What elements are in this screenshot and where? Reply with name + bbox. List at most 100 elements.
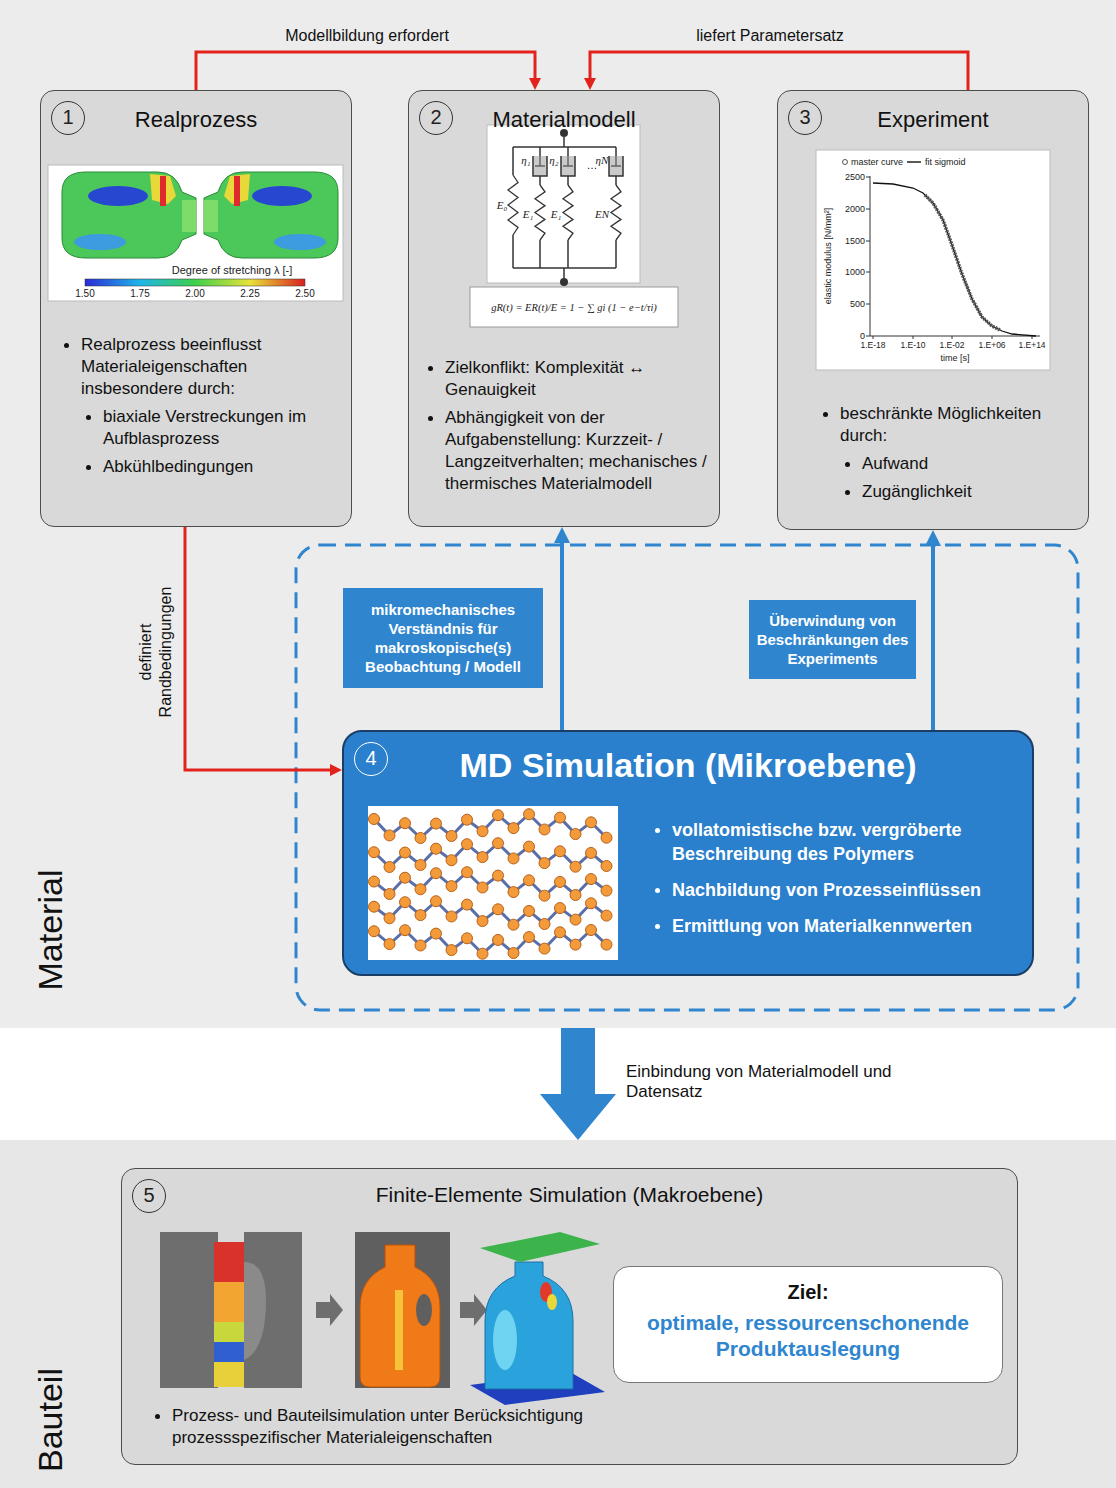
- illustration-part: [866, 304, 870, 305]
- text-column: Ziel: optimale, ressourcenschonende Produ…: [623, 1281, 993, 1362]
- illustration-part: [400, 847, 411, 858]
- illustration-part: [508, 853, 519, 864]
- formula: gR(t) = ER(t)/E = 1 − ∑ gi (1 − e−t/τi): [491, 302, 657, 313]
- illustration-part: [866, 336, 870, 337]
- illustration-part: [485, 1262, 573, 1389]
- illustration-part: [601, 939, 612, 950]
- illustration-part: [524, 841, 535, 852]
- illustration-part: [400, 872, 411, 883]
- illustration-part: [539, 918, 550, 929]
- scale-value: 1.75: [130, 288, 149, 299]
- sub-bullet-text: biaxiale Verstreckungen im Aufblasprozes…: [81, 406, 341, 450]
- illustration-part: [508, 947, 519, 958]
- axis-tick-label: 1.E+06: [978, 340, 1005, 350]
- illustration-part: [539, 890, 550, 901]
- illustration-part: [460, 1294, 487, 1326]
- illustration-part: [586, 817, 597, 828]
- illustration-part: [535, 185, 545, 240]
- illustration-part: [539, 943, 550, 954]
- illustration-part: [563, 137, 565, 147]
- illustration-part: [462, 867, 473, 878]
- dashed-region: [296, 545, 1078, 1010]
- illustration-part: [512, 235, 514, 268]
- illustration-part: [601, 885, 612, 896]
- illustration-part: [539, 176, 541, 185]
- illustration-part: [395, 1290, 403, 1370]
- illustration-part: [524, 905, 535, 916]
- illustration-part: [539, 858, 550, 869]
- illustration-part: [355, 1232, 450, 1388]
- axis-tick-label: 1.E-18: [860, 340, 885, 350]
- illustration-part: [570, 829, 581, 840]
- illustration-part: [446, 881, 457, 892]
- sub-bullet-text: Abkühlbedingungen: [81, 456, 341, 478]
- illustration-part: [555, 846, 566, 857]
- illustration-part: [508, 919, 519, 930]
- legend-text: fit sigmoid: [925, 157, 966, 167]
- element-symbol: ηN: [596, 154, 609, 166]
- illustration-part: [493, 870, 504, 881]
- illustration-part: [547, 1294, 557, 1310]
- polymer-chains-figure: [368, 806, 618, 960]
- illustration-part: [555, 812, 566, 823]
- red-connector: [196, 52, 535, 90]
- illustration-part: [384, 861, 395, 872]
- master-curve-chart: [816, 150, 1050, 370]
- illustration-part: [360, 1245, 440, 1387]
- axis-tick-label: 0: [860, 331, 865, 341]
- illustration-part: [462, 899, 473, 910]
- illustration-part: [446, 855, 457, 866]
- illustration-part: [508, 887, 519, 898]
- illustration-part: [493, 904, 504, 915]
- bullet-text: Prozess- und Bauteilsimulation unter Ber…: [150, 1405, 650, 1449]
- illustration-part: [244, 1262, 266, 1360]
- red-connector: [590, 52, 968, 90]
- illustration-part: [493, 838, 504, 849]
- illustration-part: [487, 125, 640, 283]
- illustration-part: [431, 818, 442, 829]
- bullet-text: Abhängigkeit von der Aufgabenstellung: K…: [423, 407, 713, 495]
- illustration-part: [843, 160, 848, 165]
- illustration-part: [369, 876, 380, 887]
- band-label: Bauteil: [31, 1368, 70, 1472]
- illustration-part: [816, 150, 1050, 370]
- illustration-part: [214, 1342, 244, 1362]
- illustration-part: [611, 185, 621, 240]
- illustration-part: [866, 272, 870, 273]
- illustration-part: [907, 161, 921, 163]
- illustration-part: [477, 852, 488, 863]
- illustration-part: [480, 1232, 600, 1262]
- illustration-part: [369, 926, 380, 937]
- illustration-part: [866, 241, 870, 242]
- illustration-part: [462, 933, 473, 944]
- illustration-part: [866, 209, 870, 210]
- illustration-part: [952, 336, 953, 339]
- illustration-part: [870, 176, 871, 336]
- goal-text: optimale, ressourcenschonende Produktaus…: [623, 1310, 993, 1362]
- element-symbol: E₀: [497, 199, 508, 211]
- illustration-part: [601, 860, 612, 871]
- illustration-part: [866, 176, 1040, 339]
- text-column: Zielkonflikt: Komplexität ↔ GenauigkeitA…: [423, 357, 713, 501]
- illustration-part: [524, 809, 535, 820]
- illustration-part: [533, 156, 547, 176]
- bullet-text: Zielkonflikt: Komplexität ↔ Genauigkeit: [423, 357, 713, 401]
- illustration-part: [513, 146, 616, 148]
- illustration-part: [462, 814, 473, 825]
- bullet-text: Ermittlung von Materialkennwerten: [650, 914, 1022, 938]
- band-label: Material: [31, 870, 70, 991]
- illustration-part: [415, 940, 426, 951]
- bullet-text: beschränkte Möglichkeiten durch:: [818, 403, 1068, 447]
- illustration-part: [493, 810, 504, 821]
- text-column: vollatomistische bzw. vergröberte Beschr…: [650, 818, 1022, 950]
- illustration-part: [586, 898, 597, 909]
- illustration-part: [615, 176, 617, 185]
- note-box: mikromechanisches Verständnis für makros…: [343, 588, 543, 688]
- element-symbol: E₁: [523, 208, 534, 220]
- illustration-part: [431, 843, 442, 854]
- illustration-part: [493, 1310, 517, 1370]
- goal-heading: Ziel:: [623, 1281, 993, 1304]
- illustration-part: [477, 948, 488, 959]
- illustration-part: [992, 336, 993, 339]
- illustration-part: [477, 916, 488, 927]
